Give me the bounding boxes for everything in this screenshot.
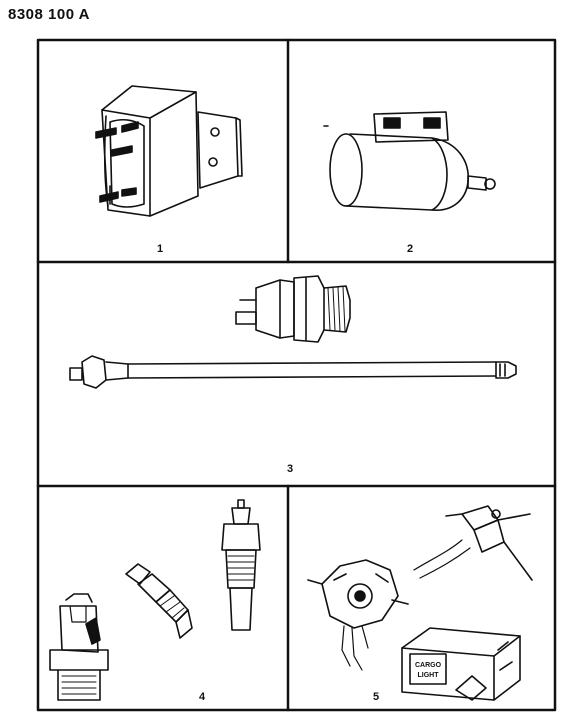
pressure-switch-part bbox=[49, 593, 109, 701]
capacitor-part bbox=[323, 111, 496, 211]
temperature-switch-part bbox=[235, 275, 351, 343]
panel-5-number: 5 bbox=[373, 691, 379, 703]
oil-sensor-part bbox=[125, 563, 193, 639]
brake-switch-part bbox=[307, 559, 409, 671]
panel-4-number: 4 bbox=[199, 691, 206, 703]
cargo-light-label-line2: LIGHT bbox=[418, 672, 440, 679]
relay-part bbox=[95, 85, 243, 217]
door-switch-part bbox=[413, 505, 533, 581]
panel-frame bbox=[36, 38, 557, 712]
drawing-code: 8308 100 A bbox=[8, 6, 91, 23]
panel-1-number: 1 bbox=[157, 243, 163, 255]
panel-2-number: 2 bbox=[407, 243, 413, 255]
panel-3-number: 3 bbox=[287, 463, 293, 475]
sending-unit-part bbox=[69, 355, 517, 389]
cargo-light-label-line1: CARGO bbox=[415, 662, 442, 669]
cargo-light-switch-part: CARGO LIGHT bbox=[401, 627, 521, 701]
glow-sensor-part bbox=[221, 499, 261, 631]
